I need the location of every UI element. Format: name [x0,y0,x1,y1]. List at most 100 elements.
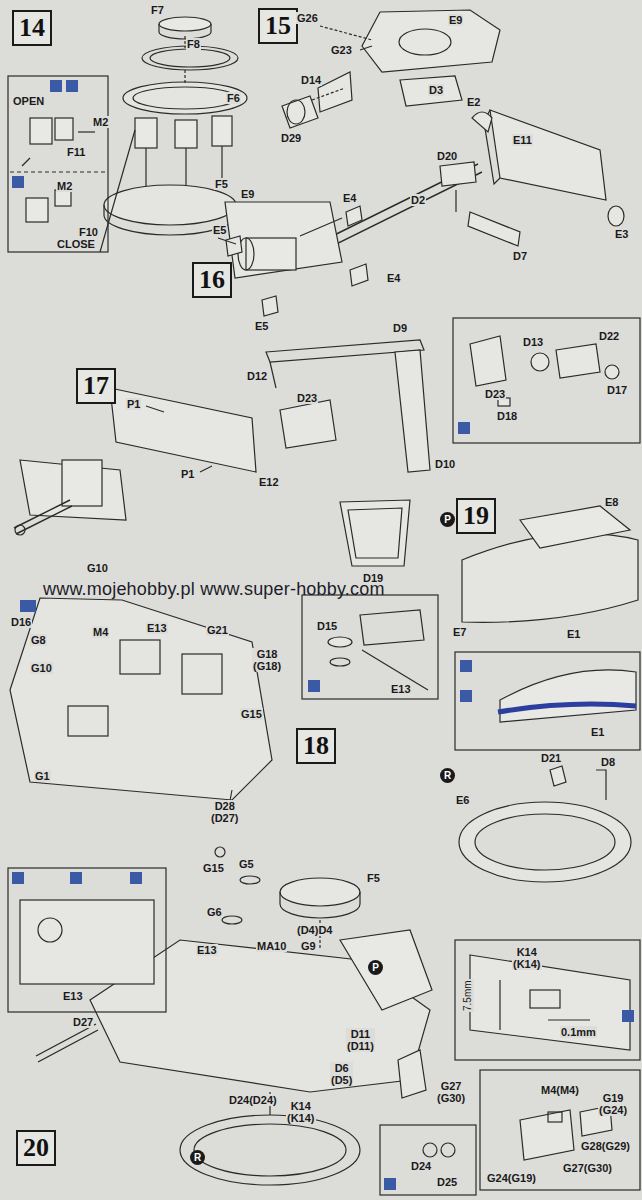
part-label: D7 [512,250,528,262]
step-number-box: 18 [296,728,336,764]
part-label: E2 [466,96,481,108]
part-label: M2 [56,180,73,192]
part-label: G19 (G24) [598,1092,628,1116]
part-label: D24(D24) [228,1094,278,1106]
step-number-box: 16 [192,262,232,298]
part-label: D13 [522,336,544,348]
part-label: E13 [146,622,168,634]
step-number-box: 19 [456,498,496,534]
part-label: E6 [455,794,470,806]
part-label: D2 [410,194,426,206]
part-label: D14 [300,74,322,86]
part-label: F7 [150,4,165,16]
part-label: F11 [66,146,86,158]
part-label: D11 (D11) [346,1028,375,1052]
part-label: G23 [330,44,353,56]
part-label: G10 [30,662,53,674]
part-label: G15 [202,862,225,874]
step-number-box: 15 [258,8,298,44]
part-label: (D4)D4 [296,924,333,936]
step-number: 15 [265,11,291,41]
part-label: MA10 [256,940,287,952]
part-label: P1 [126,398,141,410]
part-label: E13 [196,944,218,956]
part-label: E13 [390,683,412,695]
step-number: 17 [83,371,109,401]
part-label: E11 [512,134,533,146]
step-number: 14 [19,13,45,43]
part-label: D28 (D27) [210,800,240,824]
dimension: 7.5mm [462,979,474,1012]
part-label: D21 [540,752,562,764]
part-label: F5 [214,178,229,190]
step-number-box: 20 [16,1130,56,1166]
symbol-letter: R [190,1150,205,1165]
step-number: 19 [463,501,489,531]
part-label: E13 [62,990,84,1002]
part-label: F5 [366,872,381,884]
part-label: G21 [206,624,229,636]
part-label: M4 [92,626,109,638]
part-label: M2 [92,116,109,128]
part-label: E8 [604,496,619,508]
part-label: D29 [280,132,302,144]
part-label: D18 [496,410,518,422]
part-label: E4 [342,192,357,204]
part-label: E1 [590,726,605,738]
part-label: D20 [436,150,458,162]
part-label: E5 [254,320,269,332]
step-number: 18 [303,731,329,761]
part-label: G24(G19) [486,1172,537,1184]
part-label: K14 (K14) [286,1100,316,1124]
part-label: D15 [316,620,338,632]
part-label: G8 [30,634,47,646]
part-label: D23 [484,388,506,400]
part-label: D23 [296,392,318,404]
part-label: OPEN [12,95,45,107]
part-label: G27(G30) [562,1162,613,1174]
part-label: E5 [212,224,227,236]
part-label: E4 [386,272,401,284]
part-label: G5 [238,858,255,870]
part-label: D27 [72,1016,94,1028]
part-label: E3 [614,228,629,240]
part-label: CLOSE [56,238,96,250]
part-label: E1 [566,628,581,640]
part-label: G15 [240,708,263,720]
part-label: D25 [436,1176,458,1188]
step-number: 16 [199,265,225,295]
part-label: G27 (G30) [436,1080,466,1104]
part-label: E9 [448,14,463,26]
part-label: G6 [206,906,223,918]
part-label: E9 [240,188,255,200]
part-label: D24 [410,1160,432,1172]
part-label: G10 [86,562,109,574]
part-label: G9 [300,940,317,952]
step-number-box: 14 [12,10,52,46]
part-label: E12 [258,476,280,488]
part-label: M4(M4) [540,1084,580,1096]
watermark: www.mojehobby.pl www.super-hobby.com [42,583,386,595]
step-number-box: 17 [76,368,116,404]
part-label: D17 [606,384,628,396]
part-label: D10 [434,458,456,470]
part-label: D8 [600,756,616,768]
symbol-letter: P [368,960,383,975]
symbol-letter: P [440,512,455,527]
part-label: F10 [78,226,99,238]
part-label: D16 [10,616,32,628]
part-label: 0.1mm [560,1026,597,1038]
part-label: F6 [226,92,241,104]
part-label: D12 [246,370,268,382]
part-label: G28(G29) [580,1140,631,1152]
part-label: D6 (D5) [330,1062,353,1086]
part-label: G18 (G18) [252,648,282,672]
part-label: G1 [34,770,51,782]
part-label: D9 [392,322,408,334]
part-label: E7 [452,626,467,638]
part-label: G26 [296,12,319,24]
part-label: D3 [428,84,444,96]
part-label: P1 [180,468,195,480]
symbol-letter: R [440,768,455,783]
